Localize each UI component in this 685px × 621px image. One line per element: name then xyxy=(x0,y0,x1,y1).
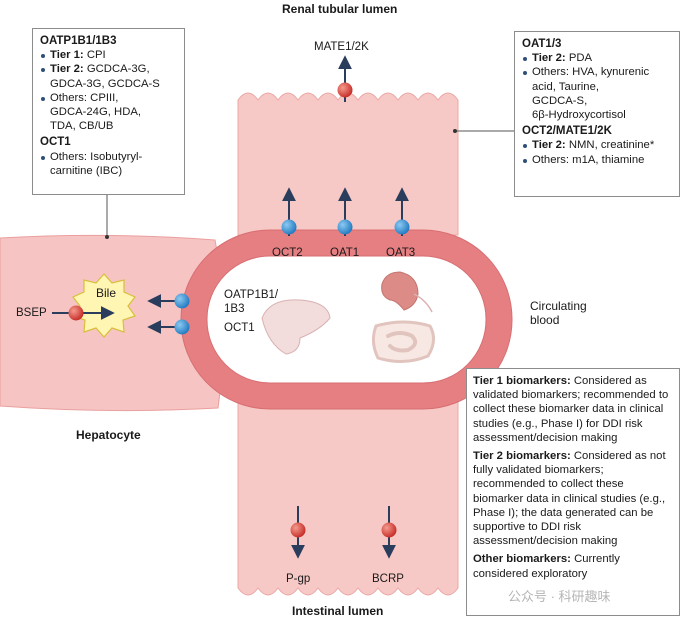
oct-mate-biomarker-list: Tier 2: NMN, creatinine* Others: m1A, th… xyxy=(522,138,672,166)
bile-canaliculus xyxy=(72,273,136,338)
oat1-transporter xyxy=(337,219,353,235)
bcrp-label: BCRP xyxy=(372,573,404,585)
oat3-label: OAT3 xyxy=(386,247,416,259)
liver-biomarker-box: OATP1B1/1B3 Tier 1: CPI Tier 2: GCDCA-3G… xyxy=(32,28,185,195)
oatp-biomarker-list: Tier 1: CPI Tier 2: GCDCA-3G, GDCA-3G, G… xyxy=(40,48,177,133)
oct1-transporter xyxy=(174,319,190,335)
list-item: Tier 2: NMN, creatinine* xyxy=(522,138,672,152)
list-item: Others: Isobutyryl- carnitine (IBC) xyxy=(40,150,177,178)
tier1-definition: Tier 1 biomarkers: Considered as validat… xyxy=(473,375,669,444)
oct2-label: OCT2 xyxy=(272,247,303,259)
tier2-definition: Tier 2 biomarkers: Considered as not ful… xyxy=(473,450,666,548)
oct2-transporter xyxy=(281,219,297,235)
bile-label: Bile xyxy=(96,286,117,300)
oct1-heading: OCT1 xyxy=(40,136,71,149)
oct1-label: OCT1 xyxy=(224,322,255,334)
intestinal-lumen-title: Intestinal lumen xyxy=(292,604,384,618)
tier-legend-box: Tier 1 biomarkers: Considered as validat… xyxy=(466,368,680,616)
intestine-icon xyxy=(371,320,435,363)
bcrp-transporter xyxy=(381,522,397,538)
list-item: Others: m1A, thiamine xyxy=(522,153,672,167)
oat3-transporter xyxy=(394,219,410,235)
kidney-icon xyxy=(381,271,419,311)
oat-heading: OAT1/3 xyxy=(522,38,562,50)
list-item: Tier 2: PDA xyxy=(522,51,672,65)
liver-box-connector-dot xyxy=(105,235,109,239)
list-item: Tier 1: CPI xyxy=(40,48,177,62)
list-item: Others: CPIII, GDCA-24G, HDA, TDA, CB/UB xyxy=(40,91,177,134)
pgp-label: P-gp xyxy=(286,573,311,585)
bsep-label: BSEP xyxy=(16,307,47,319)
circulating-blood-label: Circulating blood xyxy=(530,299,587,327)
pgp-transporter xyxy=(290,522,306,538)
hepatocyte-title: Hepatocyte xyxy=(76,428,141,442)
oat1-label: OAT1 xyxy=(330,247,360,259)
kidney-box-connector-dot xyxy=(453,129,457,133)
oatp-transporter xyxy=(174,293,190,309)
liver-icon xyxy=(261,299,331,355)
oatp-heading: OATP1B1/1B3 xyxy=(40,35,117,47)
renal-tubular-cell xyxy=(237,92,459,236)
oat-biomarker-list: Tier 2: PDA Others: HVA, kynurenic acid,… xyxy=(522,51,672,122)
ureter-icon xyxy=(413,293,433,313)
list-item: Tier 2: GCDCA-3G, GDCA-3G, GCDCA-S xyxy=(40,62,177,90)
oct1-biomarker-list: Others: Isobutyryl- carnitine (IBC) xyxy=(40,150,177,178)
list-item: Others: HVA, kynurenic acid, Taurine, GC… xyxy=(522,65,672,122)
other-definition: Other biomarkers: Currently considered e… xyxy=(473,553,620,580)
kidney-biomarker-box: OAT1/3 Tier 2: PDA Others: HVA, kynureni… xyxy=(514,31,680,197)
mate-label: MATE1/2K xyxy=(314,41,369,53)
intestinal-cell xyxy=(237,399,459,596)
oct-mate-heading: OCT2/MATE1/2K xyxy=(522,125,612,138)
watermark: 公众号 · 科研趣味 xyxy=(508,589,611,604)
ring-inner-space xyxy=(206,255,487,384)
renal-lumen-title: Renal tubular lumen xyxy=(282,2,398,16)
mate-transporter xyxy=(337,82,353,98)
bsep-transporter xyxy=(68,305,84,321)
oatp-label: OATP1B1/ 1B3 xyxy=(224,289,279,315)
